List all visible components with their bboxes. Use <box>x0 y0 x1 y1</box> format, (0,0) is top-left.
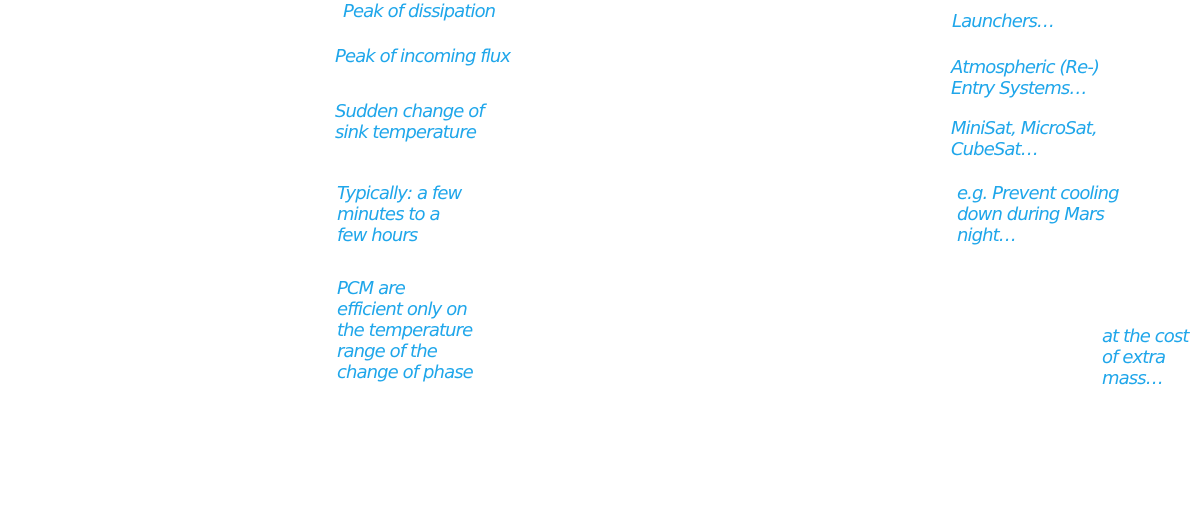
mars-night-example-note: e.g. Prevent cooling down during Mars ni… <box>957 183 1120 246</box>
extra-mass-cost-note: at the cost of extra mass… <box>1102 326 1189 389</box>
typical-duration-note: Typically: a few minutes to a few hours <box>337 183 462 246</box>
pcm-efficiency-note: PCM are efficient only on the temperatur… <box>337 278 474 383</box>
launchers-note: Launchers… <box>952 11 1055 32</box>
sudden-change-sink-temperature-note: Sudden change of sink temperature <box>335 101 485 143</box>
small-satellites-note: MiniSat, MicroSat, CubeSat… <box>951 118 1098 160</box>
peak-of-incoming-flux-note: Peak of incoming flux <box>335 46 511 67</box>
atmospheric-entry-systems-note: Atmospheric (Re-) Entry Systems… <box>951 57 1100 99</box>
peak-of-dissipation-note: Peak of dissipation <box>343 1 496 22</box>
